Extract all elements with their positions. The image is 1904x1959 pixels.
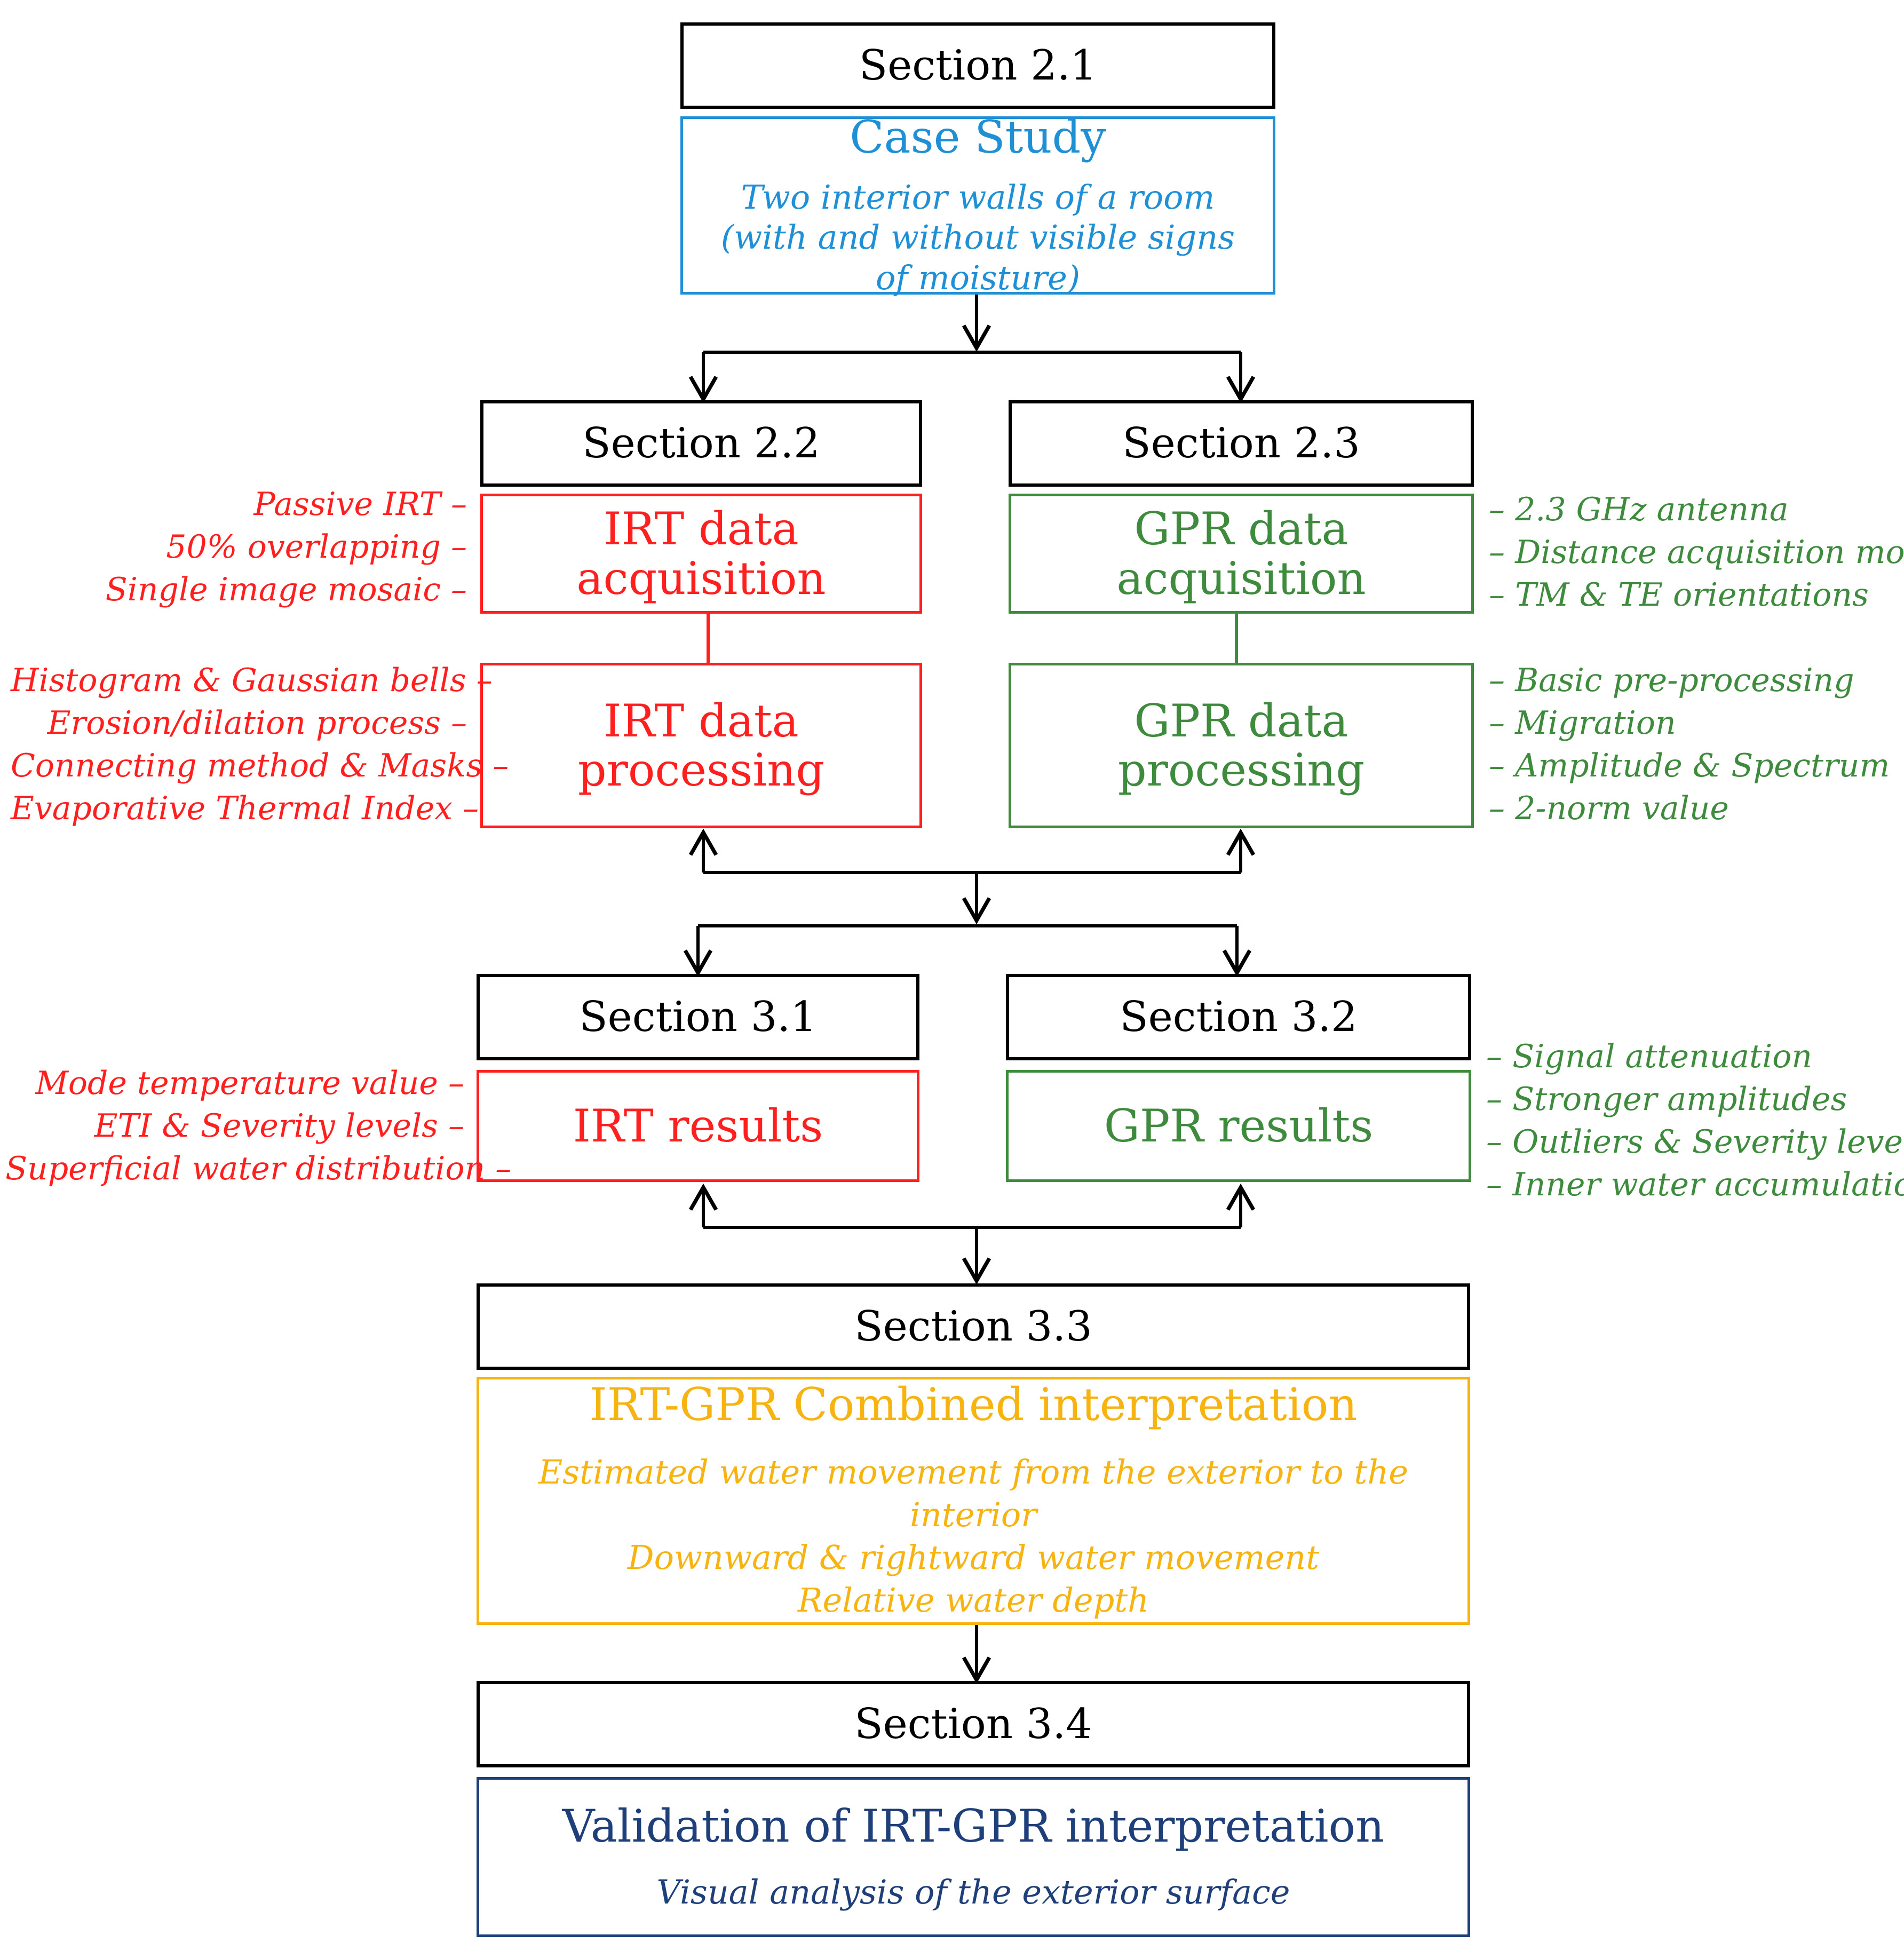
irt-data-processing-box: IRT data processing [480, 663, 922, 828]
section-3-2-label: Section 3.2 [1120, 993, 1358, 1041]
note-item: Mode temperature value – [35, 1065, 464, 1102]
note-item: Erosion/dilation process – [47, 704, 467, 742]
note-item: – TM & TE orientations [1489, 576, 1869, 614]
irt-data-processing-title: IRT data processing [577, 694, 825, 796]
section-2-1-label: Section 2.1 [859, 42, 1097, 90]
irt-results-notes: Mode temperature value – ETI & Severity … [5, 1062, 512, 1190]
note-item: – Inner water accumulation [1486, 1166, 1904, 1203]
gpr-results-title: GPR results [1104, 1099, 1374, 1152]
combined-interpretation-line: Relative water depth [797, 1580, 1149, 1620]
section-3-3-label: Section 3.3 [854, 1303, 1092, 1351]
irt-data-acquisition-box: IRT data acquisition [480, 494, 922, 614]
note-item: – Stronger amplitudes [1486, 1081, 1847, 1118]
section-2-1-header: Section 2.1 [680, 22, 1275, 109]
note-item: – Migration [1489, 704, 1676, 742]
combined-interpretation-box: IRT-GPR Combined interpretation Estimate… [477, 1377, 1470, 1625]
gpr-data-acquisition-title: GPR data acquisition [1116, 503, 1366, 605]
gpr-processing-notes: – Basic pre-processing – Migration – Amp… [1489, 659, 1900, 830]
note-item: 50% overlapping – [166, 528, 467, 566]
note-item: Passive IRT – [253, 486, 467, 523]
case-study-title: Case Study [850, 111, 1106, 164]
validation-box: Validation of IRT-GPR interpretation Vis… [477, 1777, 1470, 1937]
note-item: Histogram & Gaussian bells – [11, 662, 493, 699]
note-item: – Distance acquisition mode [1489, 534, 1904, 571]
section-3-4-label: Section 3.4 [854, 1700, 1092, 1748]
section-3-4-header: Section 3.4 [477, 1681, 1470, 1767]
note-item: – 2.3 GHz antenna [1489, 491, 1789, 528]
gpr-results-notes: – Signal attenuation – Stronger amplitud… [1486, 1035, 1904, 1206]
note-item: ETI & Severity levels – [94, 1107, 464, 1145]
note-item: – 2-norm value [1489, 790, 1729, 827]
validation-description: Visual analysis of the exterior surface [656, 1873, 1290, 1912]
irt-processing-notes: Histogram & Gaussian bells – Erosion/dil… [11, 659, 509, 830]
section-3-2-header: Section 3.2 [1006, 974, 1471, 1060]
irt-results-title: IRT results [573, 1099, 823, 1152]
section-3-1-label: Section 3.1 [579, 993, 817, 1041]
note-item: – Basic pre-processing [1489, 662, 1854, 699]
case-study-description: Two interior walls of a room (with and w… [720, 177, 1235, 298]
note-item: – Signal attenuation [1486, 1038, 1813, 1075]
validation-title: Validation of IRT-GPR interpretation [562, 1799, 1385, 1852]
combined-interpretation-line: Downward & rightward water movement [627, 1537, 1320, 1577]
note-item: Single image mosaic – [105, 571, 467, 608]
combined-interpretation-line: Estimated water movement from the exteri… [538, 1452, 1408, 1534]
gpr-acquisition-notes: – 2.3 GHz antenna – Distance acquisition… [1489, 488, 1904, 616]
note-item: Evaporative Thermal Index – [11, 790, 479, 827]
section-2-3-label: Section 2.3 [1122, 419, 1360, 467]
gpr-data-processing-title: GPR data processing [1117, 694, 1365, 796]
note-item: Connecting method & Masks – [11, 747, 509, 784]
section-3-3-header: Section 3.3 [477, 1283, 1470, 1370]
combined-interpretation-title: IRT-GPR Combined interpretation [589, 1378, 1358, 1431]
irt-data-acquisition-title: IRT data acquisition [576, 503, 826, 605]
note-item: Superficial water distribution – [5, 1150, 512, 1187]
section-2-3-header: Section 2.3 [1009, 400, 1474, 487]
irt-results-box: IRT results [477, 1070, 919, 1182]
section-2-2-header: Section 2.2 [480, 400, 922, 487]
gpr-data-processing-box: GPR data processing [1009, 663, 1474, 828]
note-item: – Amplitude & Spectrum [1489, 747, 1890, 784]
note-item: – Outliers & Severity levels [1486, 1123, 1904, 1161]
irt-acquisition-notes: Passive IRT – 50% overlapping – Single i… [53, 483, 467, 611]
gpr-data-acquisition-box: GPR data acquisition [1009, 494, 1474, 614]
section-3-1-header: Section 3.1 [477, 974, 919, 1060]
gpr-results-box: GPR results [1006, 1070, 1471, 1182]
case-study-box: Case Study Two interior walls of a room … [680, 111, 1275, 298]
section-2-2-label: Section 2.2 [582, 419, 820, 467]
